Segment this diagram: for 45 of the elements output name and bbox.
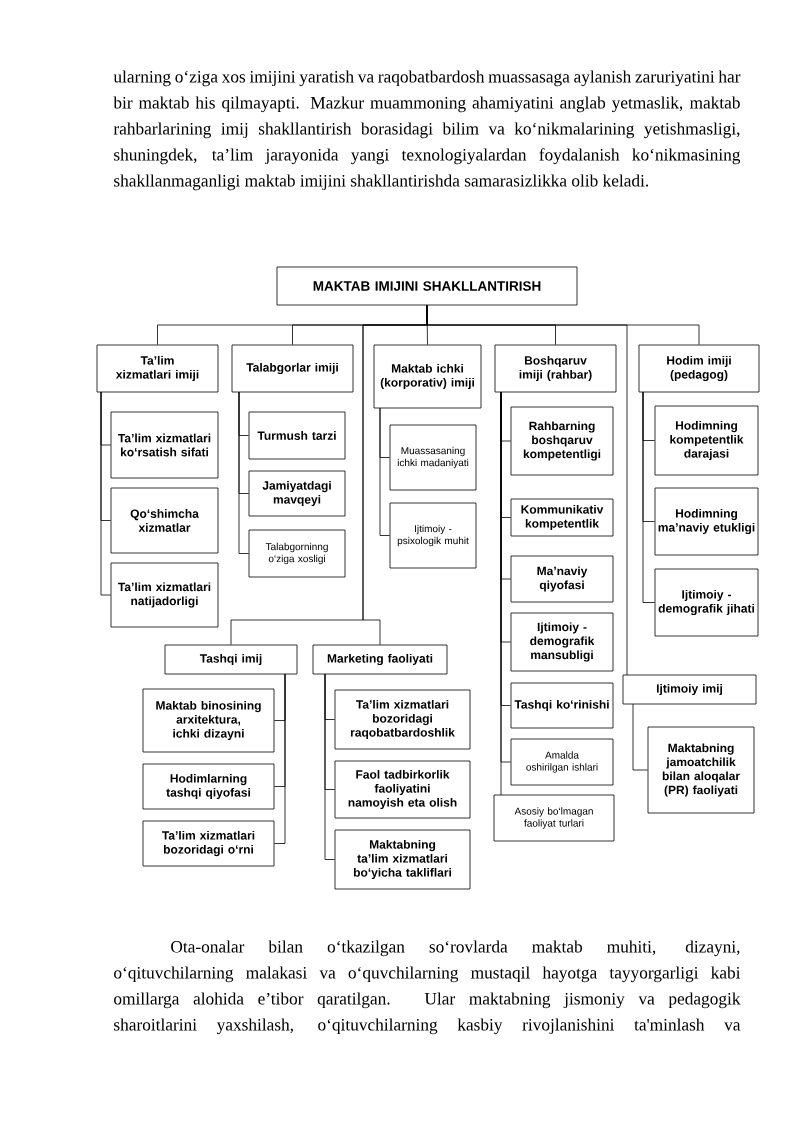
connector-line bbox=[100, 391, 111, 596]
paragraph: ularning o‘ziga xos imijini yaratish va raqobatbardosh muassasaga aylanish zaruriyatini har bir maktab his qilmayapti. Mazkur muammoning ahamiyatini anglab yetmaslik, maktab rahbarlarining imij shakllantirish borasidagi bilim va ko‘nikmalarining yetishmasligi, shuningdek, ta’lim jarayonida yangi texnologiyalardan foydalanish ko‘nikmasining shakllanmaganligi maktab imijini shakllantirishda samarasizlikka olib keladi. bbox=[113, 70, 741, 191]
item-box: Maktabning ta’lim xizmatlari bo‘yicha takliflari bbox=[334, 829, 471, 890]
connector-line bbox=[238, 391, 249, 554]
item-box: Hodimlarning tashqi qiyofasi bbox=[142, 763, 275, 810]
connector-line bbox=[274, 673, 286, 844]
item-box: Hodimning ma’naviy etukligi bbox=[654, 487, 759, 556]
item-box: Maktab binosining arxitektura, ichki dizayni bbox=[142, 688, 275, 753]
item-box: Amalda oshirilgan ishlari bbox=[510, 738, 614, 786]
category-box: Hodim imiji (pedagog) bbox=[638, 344, 760, 393]
paragraph: Ota-onalar bilan o‘tkazilgan so‘rovlarda maktab muhiti, dizayni, o‘qituvchilarning malakasi va o‘quvchilarning mustaqil hayotga tayyorgarligi kabi omillarga alohida e’tibor qaratilgan. Ular maktabning jismoniy va pedagogik sharoitlarini yaxshilash, o‘qituvchilarning kasbiy rivojlanishini ta'minlash va bbox=[114, 940, 741, 1035]
item-box: Ijtimoiy -demografik jihati bbox=[654, 568, 759, 637]
item-box: Ta’lim xizmatlari natijadorligi bbox=[110, 562, 219, 628]
connector-line bbox=[426, 305, 628, 676]
item-box: Qo‘shimcha xizmatlar bbox=[110, 487, 219, 554]
item-box: Talabgorninng o‘ziga xosligi bbox=[248, 529, 346, 578]
item-box: Ta’lim xizmatlari ko‘rsatish sifati bbox=[110, 411, 219, 479]
item-box: Ijtimoiy -psixologik muhit bbox=[389, 502, 477, 569]
category-box: Tashqi imij bbox=[164, 644, 298, 675]
item-box: Ma’naviy qiyofasi bbox=[510, 555, 614, 603]
item-box: Maktabning jamoatchilik bilan aloqalar (PR) faoliyati bbox=[647, 726, 755, 814]
heading-box: MAKTAB IMIJINI SHAKLLANTIRISH bbox=[276, 266, 578, 306]
item-box: Tashqi ko‘rinishi bbox=[510, 682, 614, 729]
category-box: Ta’lim xizmatlari imiji bbox=[96, 344, 219, 393]
item-box: Rahbarning boshqaruv kompetentligi bbox=[510, 406, 614, 476]
connector-line bbox=[642, 391, 655, 603]
category-box: Marketing faoliyati bbox=[312, 644, 448, 675]
connector-line bbox=[324, 673, 335, 860]
item-box: Asosiy bo‘lmagan faoliyat turlari bbox=[493, 794, 615, 842]
category-box: Talabgorlar imiji bbox=[231, 344, 354, 393]
item-box: Ta’lim xizmatlari bozoridagi raqobatbardoshlik bbox=[334, 689, 471, 750]
category-box: Boshqaruv imiji (rahbar) bbox=[494, 344, 617, 393]
item-box: Hodimning kompetentlik darajasi bbox=[654, 405, 759, 476]
item-box: Muassasaning ichki madaniyati bbox=[389, 424, 477, 491]
connector-line bbox=[632, 703, 648, 771]
item-box: Ijtimoiy -demografik mansubligi bbox=[510, 612, 614, 672]
connector-line bbox=[500, 391, 502, 796]
category-box: Maktab ichki (korporativ) imiji bbox=[373, 344, 482, 409]
item-box: Kommunikativ kompetentlik bbox=[510, 498, 614, 537]
item-box: Faol tadbirkorlik faoliyatini namoyish eta olish bbox=[334, 760, 471, 819]
connector-line bbox=[379, 407, 390, 536]
category-box: Ijtimoiy imij bbox=[622, 674, 757, 705]
item-box: Turmush tarzi bbox=[248, 411, 346, 460]
item-box: Jamiyatdagi mavqeyi bbox=[248, 470, 346, 517]
item-box: Ta’lim xizmatlari bozoridagi o‘rni bbox=[142, 820, 275, 867]
